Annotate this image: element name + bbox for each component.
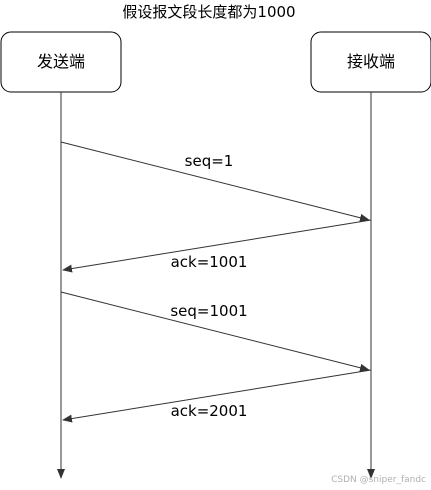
message-arrow xyxy=(60,141,370,222)
message-arrow xyxy=(60,291,370,372)
receiver-label: 接收端 xyxy=(347,52,395,71)
diagram-title: 假设报文段长度都为1000 xyxy=(122,3,295,21)
message-label: ack=2001 xyxy=(171,402,248,420)
message-arrow xyxy=(62,369,372,423)
message-label: ack=1001 xyxy=(171,253,248,271)
watermark-text: CSDN @sniper_fandc xyxy=(331,475,426,485)
participant-sender: 发送端 xyxy=(0,31,122,93)
message-ack-2001: ack=2001 xyxy=(62,369,372,423)
message-arrow xyxy=(62,219,372,273)
message-ack-1001: ack=1001 xyxy=(62,219,372,273)
participant-receiver: 接收端 xyxy=(310,31,431,93)
message-label: seq=1001 xyxy=(170,302,247,320)
sender-label: 发送端 xyxy=(37,52,85,71)
message-seq-1: seq=1 xyxy=(60,141,370,222)
message-seq-1001: seq=1001 xyxy=(60,291,370,372)
message-label: seq=1 xyxy=(185,152,234,170)
